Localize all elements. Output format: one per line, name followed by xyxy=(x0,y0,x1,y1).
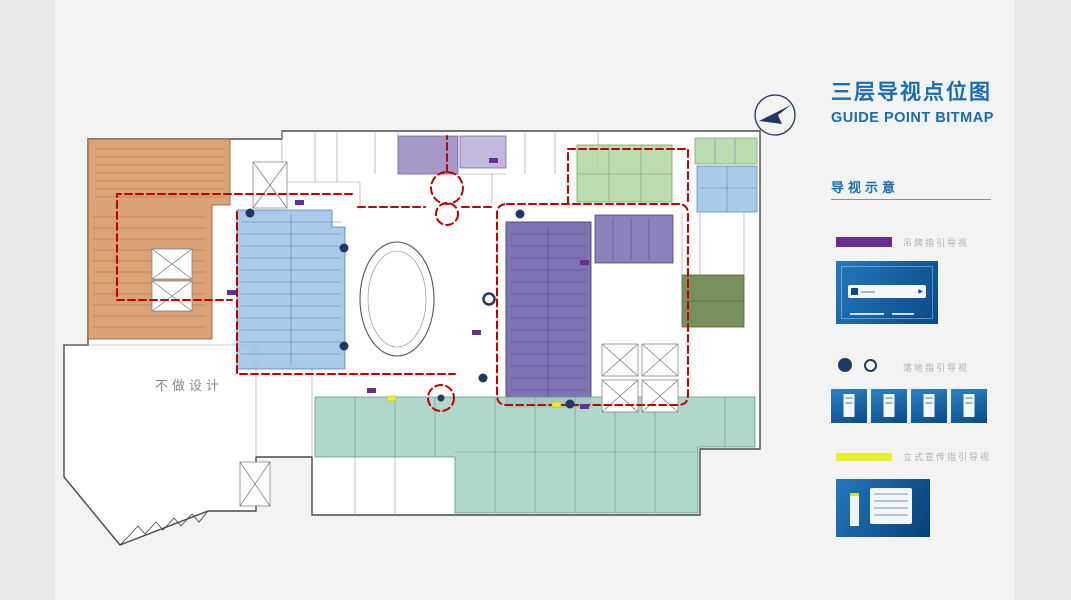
route-circle-b xyxy=(435,202,459,226)
north-arrow-icon xyxy=(754,94,796,136)
page-title: 三层导视点位图 xyxy=(831,81,992,104)
floor-sign-photo xyxy=(871,389,907,423)
sign-card xyxy=(963,394,975,417)
floor-sign-photo xyxy=(911,389,947,423)
sign-card xyxy=(923,394,935,417)
atrium-oval-inner xyxy=(367,250,427,348)
route-topright xyxy=(567,148,689,205)
legend-divider xyxy=(831,199,991,200)
zone-purple-large xyxy=(505,221,592,408)
floor-plan: 不做设计 xyxy=(63,130,761,546)
sign-text-line xyxy=(861,290,875,293)
right-margin xyxy=(1014,0,1071,600)
hanging-sign-swatch xyxy=(836,237,892,247)
no-design-label: 不做设计 xyxy=(155,378,223,393)
zone-green-detail xyxy=(577,145,672,202)
zone-teal-detail xyxy=(354,397,726,513)
route-right-loop xyxy=(496,203,689,406)
route-circle-a xyxy=(430,171,464,205)
route-center xyxy=(236,211,456,375)
zone-purple-right-detail xyxy=(612,218,650,260)
sign-frame xyxy=(841,266,933,319)
floor-sign-markers xyxy=(245,208,575,409)
zone-green-topright xyxy=(694,137,758,165)
guide-routes xyxy=(116,135,689,412)
poster-sign-swatch xyxy=(836,453,892,461)
floor-sign-dot-filled xyxy=(838,358,852,372)
sign-stand xyxy=(850,493,859,526)
route-left-loop xyxy=(116,193,353,301)
floor-sign-dot-open xyxy=(864,359,877,372)
elevator-cores xyxy=(151,161,679,507)
zone-blue-detail xyxy=(241,214,341,365)
zone-purple-large-detail xyxy=(510,226,587,403)
route-circle-c xyxy=(427,384,455,412)
sign-pictogram xyxy=(851,288,858,295)
hanging-sign-label: 吊牌指引导视 xyxy=(903,238,970,248)
poster-sign-photo xyxy=(836,479,930,537)
sign-card xyxy=(883,394,895,417)
legend-heading: 导视示意 xyxy=(831,180,900,195)
hanging-sign-photo: ▶ xyxy=(836,261,938,324)
floor-sign-photo xyxy=(951,389,987,423)
sign-panel xyxy=(870,488,912,524)
zone-topright-detail xyxy=(700,138,757,212)
sawtooth-wall xyxy=(119,510,209,546)
floor-sign-photos xyxy=(831,389,987,423)
sign-caption-line xyxy=(892,313,914,315)
floor-sign-photo xyxy=(831,389,867,423)
poster-sign-markers xyxy=(386,395,562,408)
zone-orange-detail xyxy=(93,148,225,328)
zone-purple-right xyxy=(594,214,674,264)
atrium-oval xyxy=(359,241,435,357)
zone-purple-top-a xyxy=(397,135,459,175)
zone-purple-top-b xyxy=(459,135,507,169)
sign-card xyxy=(843,394,855,417)
sign-board: ▶ xyxy=(848,285,926,298)
zone-green-rooms xyxy=(576,144,673,203)
floor-sign-label: 落地指引导视 xyxy=(903,363,970,373)
sign-caption-line xyxy=(850,313,884,315)
hanging-sign-markers xyxy=(227,158,589,409)
left-margin xyxy=(0,0,55,600)
page-subtitle: GUIDE POINT BITMAP xyxy=(831,110,994,126)
poster-sign-label: 立式宣传指引导视 xyxy=(903,452,992,462)
arrow-right-icon: ▶ xyxy=(918,288,923,295)
